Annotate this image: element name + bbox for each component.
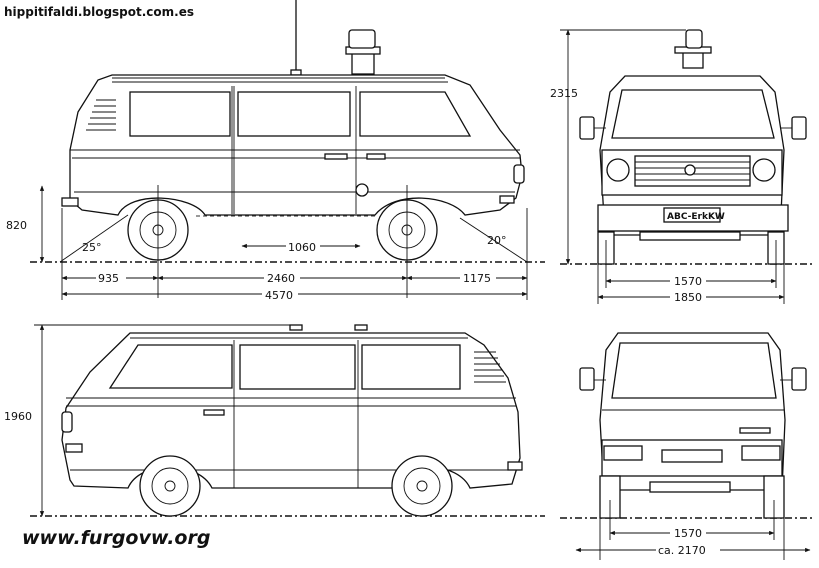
side-view-bottom	[30, 324, 545, 517]
front-track-label: 1570	[674, 275, 702, 288]
side-height-label: 1960	[4, 410, 32, 423]
side-view-top	[30, 0, 545, 300]
rear-width-label: ca. 2170	[658, 544, 706, 557]
dimensions-side-bottom: 1960	[4, 324, 290, 517]
height-tag-820: 820	[6, 219, 27, 232]
departure-angle-label: 20°	[487, 234, 507, 247]
wheelbase-label: 2460	[267, 272, 295, 285]
clearance-span-label: 1060	[288, 241, 316, 254]
front-height-label: 2315	[550, 87, 578, 100]
watermark: www.furgovw.org	[22, 527, 210, 549]
dimensions-rear: 1570 ca. 2170	[575, 526, 811, 557]
rear-view	[560, 332, 812, 560]
front-overhang-label: 935	[98, 272, 119, 285]
rear-overhang-label: 1175	[463, 272, 491, 285]
dimensions-front: 2315 1570 1850	[550, 29, 785, 304]
rear-track-label: 1570	[674, 527, 702, 540]
overall-length-label: 4570	[265, 289, 293, 302]
plate-text: ABC-ErkKW	[667, 212, 725, 222]
approach-angle-label: 25°	[82, 241, 102, 254]
dimensions-side-top: 820 935 2460 1175 4570 1060 25° 20°	[6, 185, 528, 302]
front-width-label: 1850	[674, 291, 702, 304]
front-view: ABC-ErkKW	[560, 29, 812, 304]
site-header: hippitifaldi.blogspot.com.es	[4, 5, 194, 19]
